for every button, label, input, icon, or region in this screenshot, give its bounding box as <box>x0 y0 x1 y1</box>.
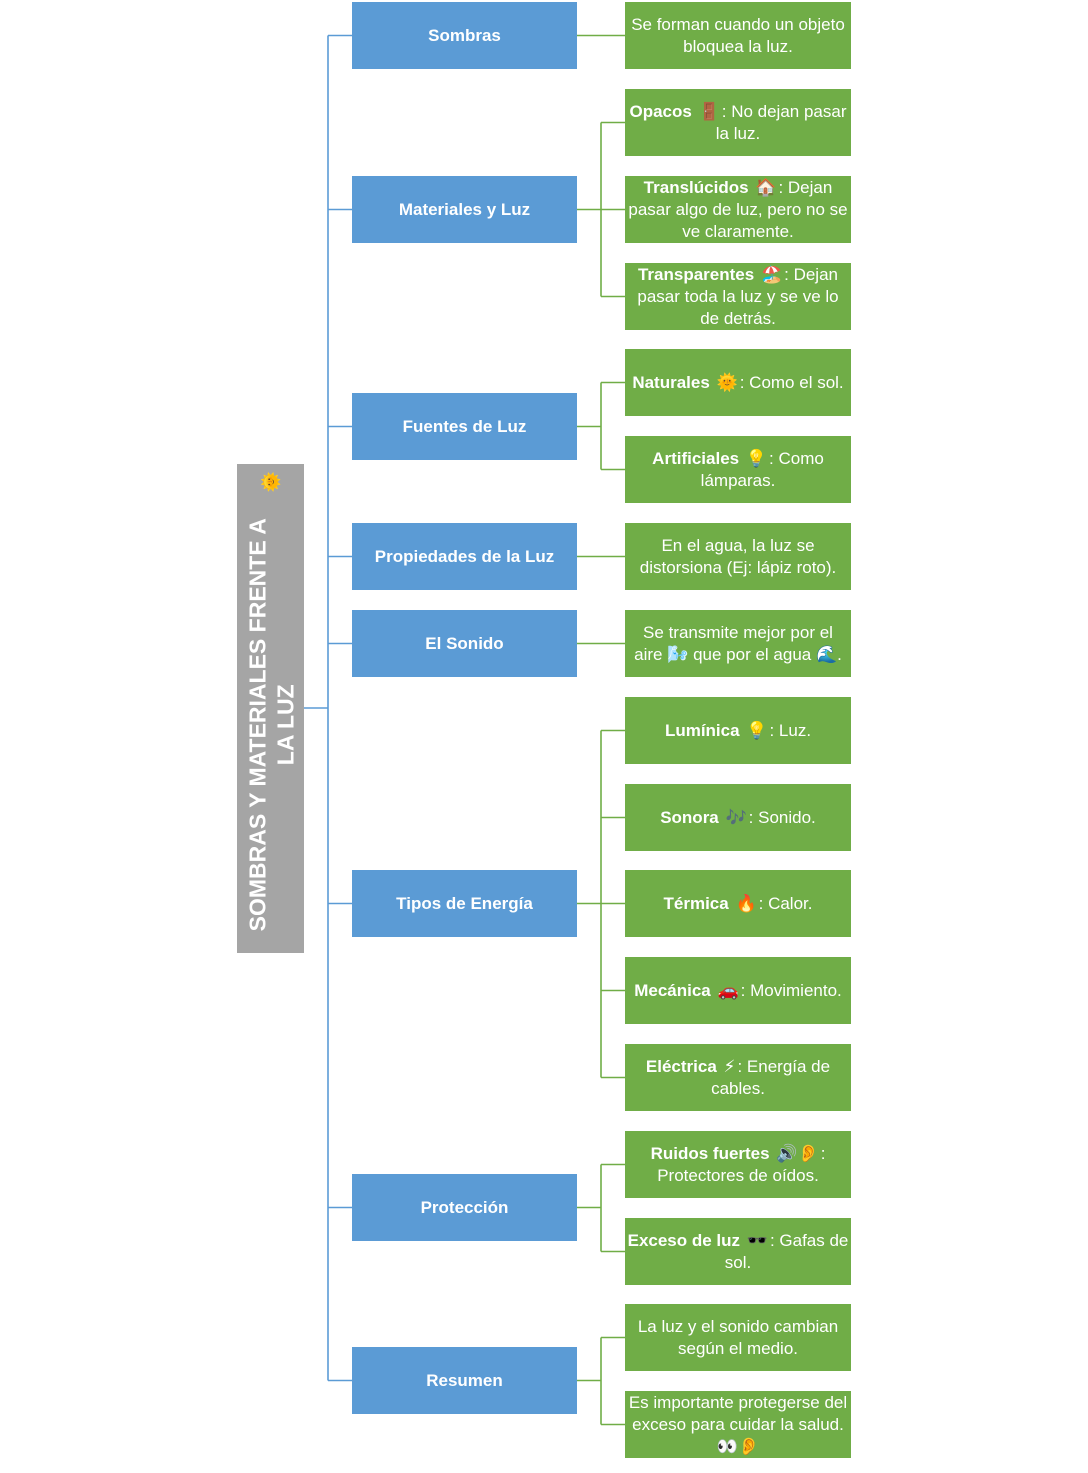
leaf-proteccion-ruidos-fuertes: Ruidos fuertes 🔊👂: Protectores de oídos. <box>625 1131 851 1198</box>
leaf-content: Artificiales 💡: Como lámparas. <box>627 448 849 492</box>
leaf-text: : Luz. <box>769 720 812 740</box>
root-title-text: SOMBRAS Y MATERIALES FRENTE A LA LUZ <box>243 517 298 931</box>
branch-label: Resumen <box>426 1370 503 1390</box>
leaf-text: : Dejan pasar algo de luz, pero no se ve… <box>628 177 848 241</box>
lightbulb-icon: 💡 <box>746 720 768 740</box>
branch-el-sonido: El Sonido <box>352 610 577 677</box>
branch-proteccion: Protección <box>352 1174 577 1241</box>
branch-propiedades-de-la-luz: Propiedades de la Luz <box>352 523 577 590</box>
speaker-ear-icon: 🔊👂 <box>776 1143 819 1163</box>
leaf-term: Translúcidos <box>643 177 749 197</box>
leaf-content: Se forman cuando un objeto bloquea la lu… <box>627 14 849 58</box>
leaf-tipos-de-energia-termica: Térmica 🔥: Calor. <box>625 870 851 937</box>
leaf-text: : Energía de cables. <box>711 1056 831 1098</box>
leaf-materiales-y-luz-opacos: Opacos 🚪: No dejan pasar la luz. <box>625 89 851 156</box>
leaf-content: Lumínica 💡: Luz. <box>627 720 849 742</box>
house-icon: 🏠 <box>755 177 777 197</box>
fire-icon: 🔥 <box>735 893 757 913</box>
sunglasses-icon: 🕶️ <box>746 1230 768 1250</box>
leaf-fuentes-de-luz-naturales: Naturales 🌞: Como el sol. <box>625 349 851 416</box>
root-title: SOMBRAS Y MATERIALES FRENTE A LA LUZ 🌞 <box>237 469 304 948</box>
leaf-term: Artificiales <box>652 448 740 468</box>
branch-label: Tipos de Energía <box>396 893 533 913</box>
leaf-content: Exceso de luz 🕶️: Gafas de sol. <box>627 1230 849 1274</box>
leaf-term: Ruidos fuertes <box>650 1143 770 1163</box>
leaf-term: Térmica <box>663 893 729 913</box>
leaf-text: La luz y el sonido cambian según el medi… <box>637 1316 839 1358</box>
leaf-term: Naturales <box>632 372 710 392</box>
leaf-term: Eléctrica <box>645 1056 717 1076</box>
sun-icon: 🌞 <box>260 471 280 493</box>
leaf-text: : Protectores de oídos. <box>657 1143 826 1185</box>
leaf-term: Transparentes <box>637 264 755 284</box>
branch-label: Materiales y Luz <box>398 199 531 219</box>
leaf-term: Sonora <box>660 807 719 827</box>
leaf-content: Térmica 🔥: Calor. <box>627 893 849 915</box>
car-icon: 🚗 <box>717 980 739 1000</box>
branch-sombras: Sombras <box>352 2 577 69</box>
leaf-text: En el agua, la luz se distorsiona (Ej: l… <box>639 535 837 577</box>
branch-label: Propiedades de la Luz <box>374 546 555 566</box>
leaf-content: Ruidos fuertes 🔊👂: Protectores de oídos. <box>627 1143 849 1187</box>
leaf-text: : Gafas de sol. <box>724 1230 849 1272</box>
branch-fuentes-de-luz: Fuentes de Luz <box>352 393 577 460</box>
leaf-text: : Calor. <box>758 893 813 913</box>
leaf-content: Translúcidos 🏠: Dejan pasar algo de luz,… <box>627 177 849 243</box>
branch-label: El Sonido <box>425 633 504 653</box>
leaf-fuentes-de-luz-artificiales: Artificiales 💡: Como lámparas. <box>625 436 851 503</box>
leaf-term: Exceso de luz <box>627 1230 741 1250</box>
leaf-text: : Movimiento. <box>740 980 842 1000</box>
branch-resumen: Resumen <box>352 1347 577 1414</box>
leaf-text: Se forman cuando un objeto bloquea la lu… <box>631 14 845 56</box>
leaf-term: Mecánica <box>634 980 711 1000</box>
leaf-content: Eléctrica ⚡: Energía de cables. <box>627 1056 849 1100</box>
leaf-text: : Como el sol. <box>739 372 844 392</box>
leaf-text: : Sonido. <box>748 807 816 827</box>
leaf-content: Naturales 🌞: Como el sol. <box>627 372 849 394</box>
leaf-sombras-0: Se forman cuando un objeto bloquea la lu… <box>625 2 851 69</box>
leaf-text: Es importante protegerse del exceso para… <box>628 1392 848 1456</box>
leaf-text: : Como lámparas. <box>700 448 824 490</box>
leaf-content: La luz y el sonido cambian según el medi… <box>627 1316 849 1360</box>
branch-label: Fuentes de Luz <box>402 416 527 436</box>
leaf-term: Opacos <box>629 101 692 121</box>
leaf-content: Es importante protegerse del exceso para… <box>627 1392 849 1458</box>
leaf-text: Se transmite mejor por el aire 🌬️ que po… <box>634 622 842 664</box>
branch-label: Protección <box>420 1197 509 1217</box>
lightning-icon: ⚡ <box>723 1056 736 1076</box>
leaf-term: Lumínica <box>664 720 740 740</box>
leaf-proteccion-exceso-de-luz: Exceso de luz 🕶️: Gafas de sol. <box>625 1218 851 1285</box>
leaf-tipos-de-energia-sonora: Sonora 🎶: Sonido. <box>625 784 851 851</box>
sun-icon: 🌞 <box>716 372 738 392</box>
leaf-text: : No dejan pasar la luz. <box>715 101 847 143</box>
leaf-content: Sonora 🎶: Sonido. <box>627 807 849 829</box>
leaf-content: Opacos 🚪: No dejan pasar la luz. <box>627 101 849 145</box>
branch-label: Sombras <box>428 25 501 45</box>
leaf-materiales-y-luz-translucidos: Translúcidos 🏠: Dejan pasar algo de luz,… <box>625 176 851 243</box>
leaf-content: Se transmite mejor por el aire 🌬️ que po… <box>627 622 849 666</box>
branch-materiales-y-luz: Materiales y Luz <box>352 176 577 243</box>
leaf-tipos-de-energia-electrica: Eléctrica ⚡: Energía de cables. <box>625 1044 851 1111</box>
root-node: SOMBRAS Y MATERIALES FRENTE A LA LUZ 🌞 <box>237 464 304 953</box>
leaf-resumen-0: La luz y el sonido cambian según el medi… <box>625 1304 851 1371</box>
leaf-el-sonido-0: Se transmite mejor por el aire 🌬️ que po… <box>625 610 851 677</box>
leaf-resumen-1: Es importante protegerse del exceso para… <box>625 1391 851 1458</box>
door-icon: 🚪 <box>698 101 720 121</box>
branch-tipos-de-energia: Tipos de Energía <box>352 870 577 937</box>
leaf-tipos-de-energia-luminica: Lumínica 💡: Luz. <box>625 697 851 764</box>
music-icon: 🎶 <box>725 807 747 827</box>
leaf-content: Mecánica 🚗: Movimiento. <box>627 980 849 1002</box>
lightbulb-icon: 💡 <box>745 448 768 468</box>
leaf-content: Transparentes 🏖️: Dejan pasar toda la lu… <box>627 264 849 330</box>
leaf-materiales-y-luz-transparentes: Transparentes 🏖️: Dejan pasar toda la lu… <box>625 263 851 330</box>
leaf-text: : Dejan pasar toda la luz y se ve lo de … <box>637 264 839 328</box>
leaf-content: En el agua, la luz se distorsiona (Ej: l… <box>627 535 849 579</box>
leaf-tipos-de-energia-mecanica: Mecánica 🚗: Movimiento. <box>625 957 851 1024</box>
beach-icon: 🏖️ <box>760 264 783 284</box>
leaf-propiedades-de-la-luz-0: En el agua, la luz se distorsiona (Ej: l… <box>625 523 851 590</box>
